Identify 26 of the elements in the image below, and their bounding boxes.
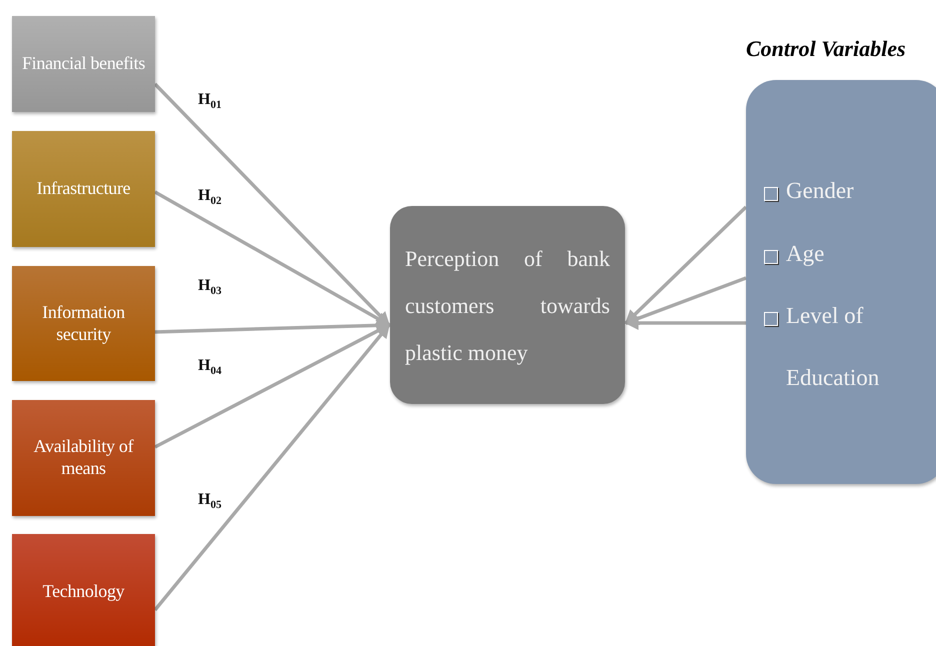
arrow [154,324,390,612]
factor-label: Information security [41,302,126,346]
arrow [624,316,746,330]
outcome-box [390,206,625,404]
hypothesis-label: H$_{03}$ [197,278,222,298]
arrow [624,276,747,326]
factor-box [12,131,155,247]
list-item: Level of Education [786,302,880,392]
factor-box [12,400,155,516]
arrow [624,206,748,324]
hypothesis-label: H$_{04}$ [197,358,222,378]
list-item: Age [786,240,824,268]
hypothesis-label: H$_{01}$ [197,92,222,112]
factor-box [12,16,155,112]
panel-heading: Control Variables [746,36,907,62]
hypothesis-label: H$_{05}$ [197,492,222,512]
list-item: Gender [786,177,854,205]
hypothesis-label: H$_{02}$ [197,188,222,208]
factor-label: Technology [42,581,126,603]
factor-label: Availability of means [32,436,135,480]
factor-label: Financial benefits [20,53,146,75]
arrow [154,82,390,326]
factor-label: Infrastructure [36,178,132,200]
factor-box [12,266,155,381]
factor-box [12,534,155,646]
outcome-text: Perception of bank customers towards plastic money [405,244,610,367]
